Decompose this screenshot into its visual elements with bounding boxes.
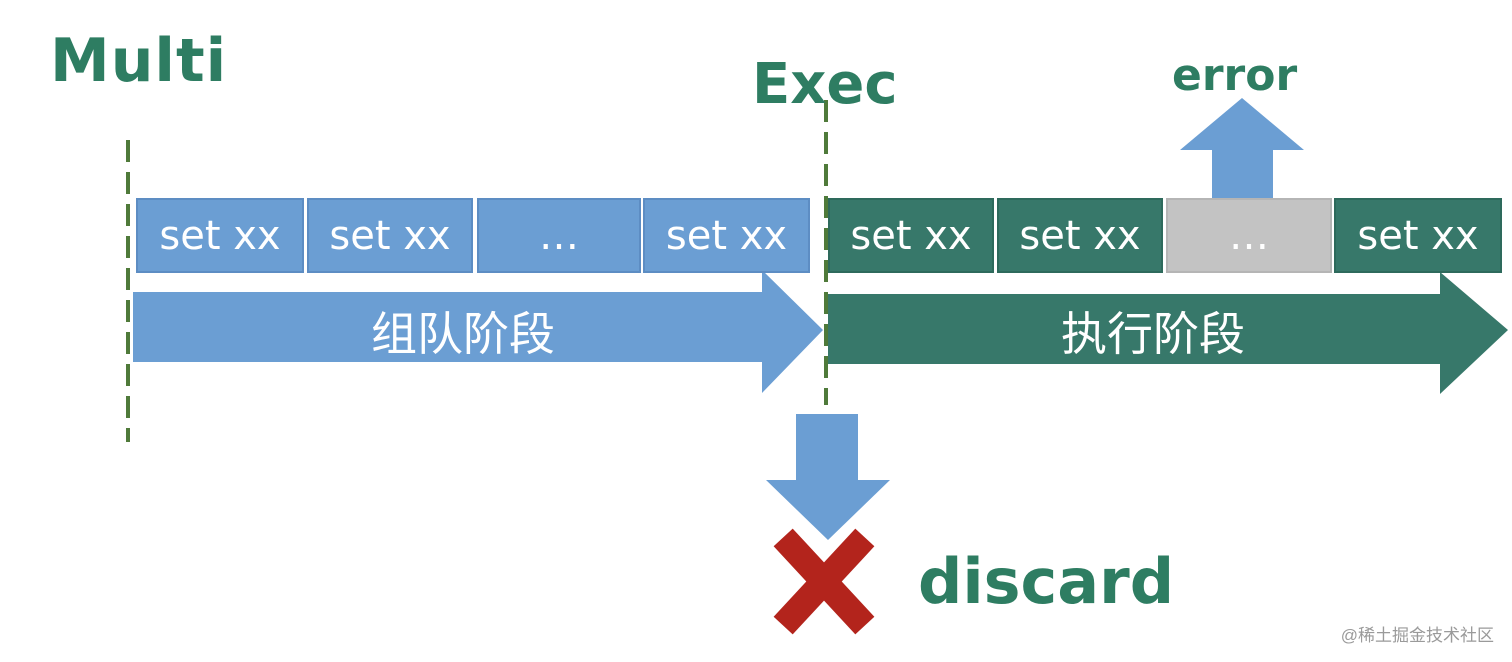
queue-phase-arrow (133, 270, 823, 393)
execute-phase-label: 执行阶段 (1061, 307, 1245, 361)
queue-phase-label: 组队阶段 (371, 307, 555, 361)
queue-command-box: set xx (643, 198, 810, 273)
execute-phase-arrow (828, 272, 1508, 394)
discard-x-icon (773, 528, 875, 635)
queue-command-box: set xx (136, 198, 304, 273)
watermark: @稀土掘金技术社区 (1340, 626, 1494, 645)
exec-command-box: set xx (997, 198, 1163, 273)
exec-command-box-error: … (1166, 198, 1332, 273)
multi-label: Multi (50, 26, 228, 96)
exec-command-box: set xx (828, 198, 994, 273)
discard-label: discard (918, 545, 1175, 618)
queue-command-box: set xx (307, 198, 473, 273)
exec-command-box: set xx (1334, 198, 1502, 273)
discard-down-arrow (766, 414, 890, 540)
error-up-arrow (1180, 98, 1304, 198)
exec-label: Exec (752, 52, 898, 117)
queue-command-box: … (477, 198, 641, 273)
error-label: error (1172, 50, 1298, 101)
